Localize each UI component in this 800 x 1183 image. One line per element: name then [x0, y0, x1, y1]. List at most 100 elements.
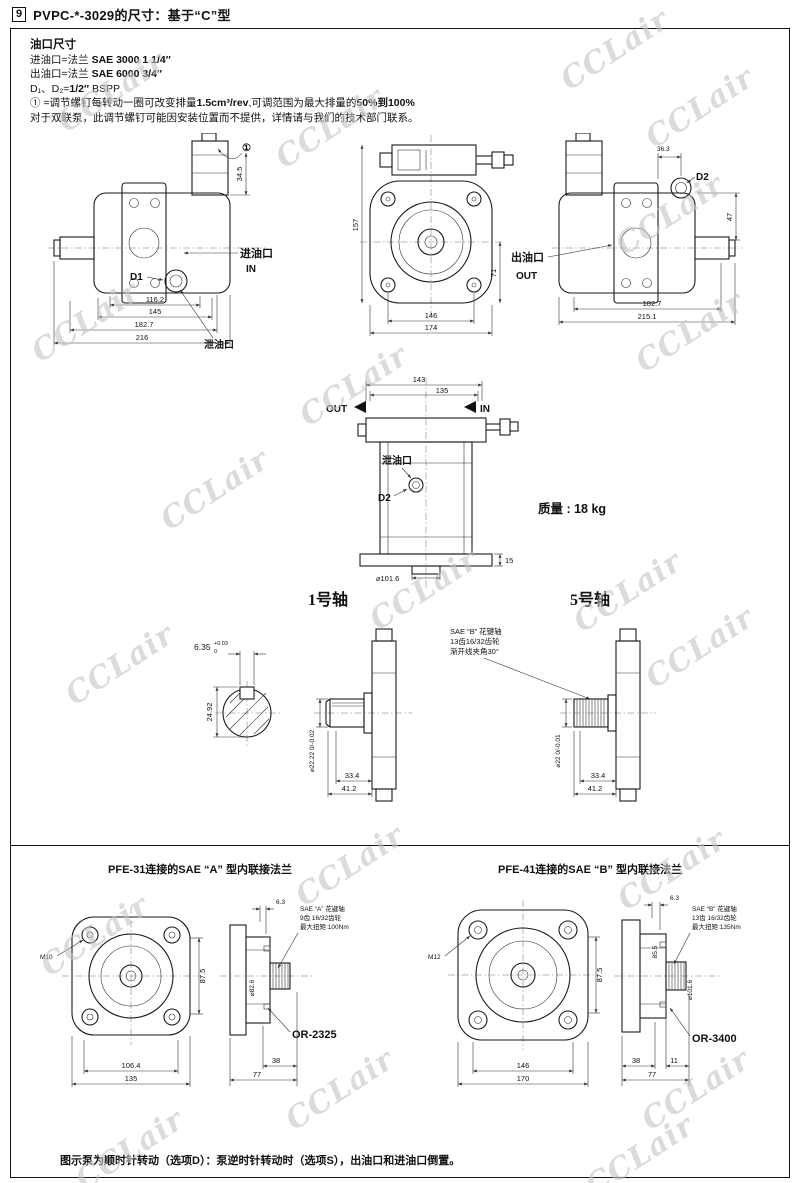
- oring-label: OR-2325: [292, 1029, 337, 1041]
- drain-port-label: 泄油口: [204, 338, 234, 351]
- dim-label: 182.7: [643, 299, 662, 308]
- note-text: 出油口=法兰: [30, 68, 92, 80]
- dim-label: 6.35: [194, 642, 211, 652]
- dim-label: 38: [272, 1056, 280, 1065]
- shaft-5-title: 5号轴: [570, 590, 610, 609]
- drain-port-label: 泄油口: [382, 454, 412, 467]
- dim-label: 71: [489, 269, 498, 277]
- note-bold: 1.5cm³/rev: [196, 97, 249, 109]
- note-bold: SAE 3000 1 1/4″: [91, 53, 171, 66]
- dim-label: 215.1: [638, 312, 657, 321]
- spline-note: 最大扭矩:100Nm: [300, 922, 349, 931]
- dim-label: 77: [648, 1070, 656, 1079]
- d2-port-label: D2: [378, 493, 391, 504]
- dim-label: 116.2: [146, 295, 164, 304]
- spline-note: SAE “A” 花键轴: [300, 904, 345, 913]
- dim-label: ⌀22.22 0/-0.02: [309, 730, 316, 773]
- flange-drawing-area: PFE-31连接的SAE “A” 型内联接法兰 M10 106.4 135: [40, 862, 741, 1087]
- dim-label: 11: [670, 1056, 678, 1065]
- dim-label: 135: [436, 386, 449, 395]
- dim-label: 34.5: [235, 167, 244, 182]
- dim-label: 6.3: [670, 895, 679, 902]
- d1-port-label: D1: [130, 272, 143, 283]
- note-line-double-pump: 对于双联泵，此调节螺钉可能因安装位置而不提供，详情请与我们的技术部门联系。: [30, 111, 419, 126]
- bolt-size-label: M12: [428, 954, 441, 961]
- oring-label: OR-3400: [692, 1033, 737, 1045]
- dim-label: 77: [253, 1070, 261, 1079]
- note-text: 对于双联泵，此调节螺钉可能因安装位置而不提供，详情请与我们的技术部门联系。: [30, 111, 419, 124]
- dim-label: 157: [351, 219, 360, 232]
- page-header: 9 PVPC-*-3029的尺寸：基于“C”型: [12, 5, 231, 24]
- dim-label: 33.4: [591, 771, 606, 780]
- pump-front-view: 146 174 157 71: [351, 135, 514, 336]
- dim-label: 47: [725, 213, 734, 221]
- note-text: 进油口=法兰: [30, 53, 92, 66]
- spline-note: 9齿 16/32齿轮: [300, 913, 342, 922]
- notes-heading: 油口尺寸: [30, 39, 76, 51]
- note-text: ① =调节螺钉每转动一圈可改变排量: [30, 97, 197, 109]
- port-size-notes: 油口尺寸 进油口=法兰 SAE 3000 1 1/4″ 出油口=法兰 SAE 6…: [30, 38, 419, 125]
- spline-note: 13齿 16/32齿轮: [692, 913, 737, 922]
- page-title: PVPC-*-3029的尺寸：基于“C”型: [33, 8, 231, 23]
- shaft-1-drawing: 1号轴 6.35 +0.03 0 24.92: [194, 590, 412, 802]
- outlet-port-label: 出油口: [511, 250, 544, 264]
- section-divider: [10, 845, 790, 846]
- pump-top-view: 143 135 OUT IN 泄油口: [326, 375, 606, 588]
- sae-b-flange-drawing: PFE-41连接的SAE “B” 型内联接法兰 M12 146 170: [428, 862, 741, 1087]
- dim-label: 146: [425, 311, 438, 320]
- dim-label: ⌀82.6: [249, 979, 256, 996]
- note-line-inlet: 进油口=法兰 SAE 3000 1 1/4″: [30, 53, 419, 68]
- rotation-note: 图示泵为顺时针转动（选项D）：泵逆时针转动时（选项S），出油口和进油口倒置。: [60, 1155, 461, 1167]
- note-line-drain: D₁、D₂=1/2″ BSPP: [30, 82, 419, 97]
- dim-label: 182.7: [135, 320, 154, 329]
- dim-label: ⌀22 0/-0.01: [555, 734, 562, 768]
- dim-label: 15: [505, 556, 513, 565]
- dim-label: 87.5: [198, 969, 207, 984]
- note-line-adjust: ① =调节螺钉每转动一圈可改变排量1.5cm³/rev,可调范围为最大排量的50…: [30, 96, 419, 111]
- dim-label: ⌀101.6: [687, 980, 694, 1001]
- spline-note: SAE “B” 花键轴: [692, 904, 737, 913]
- dim-label: 135: [125, 1074, 138, 1083]
- dim-label: 145: [149, 307, 162, 316]
- note-bold: 50%到100%: [356, 97, 415, 109]
- dim-label: 85.5: [652, 945, 659, 958]
- note-text: D₁、D₂=: [30, 82, 70, 95]
- dim-label: 170: [517, 1074, 530, 1083]
- in-flow-label: IN: [480, 404, 490, 415]
- out-arrow-icon: [354, 401, 366, 413]
- dim-label: 146: [517, 1061, 530, 1070]
- dim-label: 36.3: [657, 146, 670, 153]
- dim-label: 38: [632, 1056, 640, 1065]
- section-number: 9: [12, 7, 27, 22]
- spline-note: SAE “B” 花键轴: [450, 626, 502, 636]
- dim-label: 216: [136, 333, 149, 342]
- mass-label: 质量 : 18 kg: [538, 501, 606, 516]
- outlet-dir-label: OUT: [516, 271, 537, 282]
- dim-label: 33.4: [345, 771, 360, 780]
- flange-title: PFE-31连接的SAE “A” 型内联接法兰: [108, 862, 292, 876]
- dim-label: 41.2: [588, 784, 603, 793]
- dim-label: 6.3: [276, 899, 285, 906]
- dim-label: 24.92: [205, 703, 214, 722]
- pump-left-side-view: ① 34.5 进油口 IN D1 泄油口 116.2: [48, 133, 273, 351]
- spline-note: 最大扭矩:135Nm: [692, 922, 741, 931]
- adjust-screw-callout: ①: [242, 143, 251, 154]
- dim-label: 174: [425, 323, 438, 332]
- dim-label: 143: [413, 375, 426, 384]
- note-bold: 1/2″: [69, 82, 90, 95]
- dim-tolerance: 0: [214, 649, 217, 655]
- in-arrow-icon: [464, 401, 476, 413]
- dim-label: 106.4: [122, 1061, 141, 1070]
- inlet-port-label: 进油口: [240, 246, 273, 260]
- dim-label: ⌀101.6: [376, 574, 399, 583]
- note-line-outlet: 出油口=法兰 SAE 6000 3/4″: [30, 67, 419, 82]
- dim-tolerance: +0.03: [214, 641, 228, 647]
- content-frame: [10, 28, 790, 1178]
- spline-note: 13齿16/32齿轮: [450, 636, 500, 646]
- out-flow-label: OUT: [326, 404, 347, 415]
- note-bold: SAE 6000 3/4″: [91, 68, 162, 80]
- shaft-5-drawing: 5号轴 SAE “B” 花键轴 13齿16/32齿轮 渐开线夹角30° ⌀22 …: [450, 590, 656, 802]
- note-text: ,可调范围为最大排量的: [248, 97, 357, 109]
- bolt-size-label: M10: [40, 954, 53, 961]
